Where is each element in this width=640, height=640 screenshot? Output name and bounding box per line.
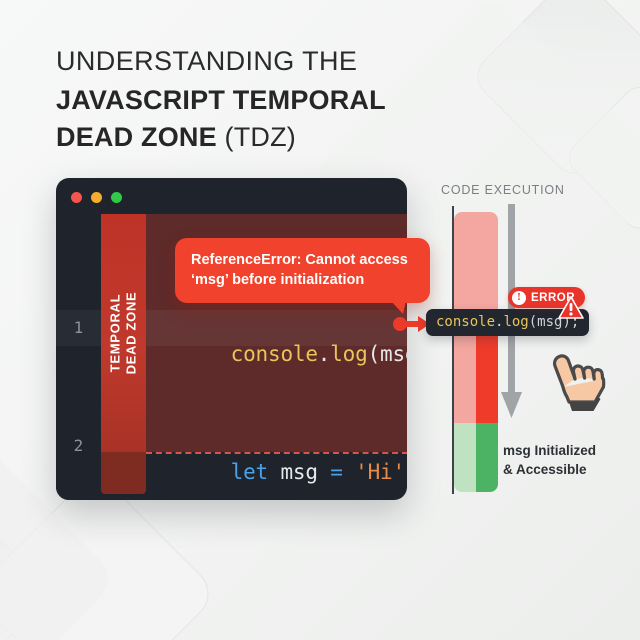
- line-number-gutter: [56, 214, 101, 500]
- tdz-vertical-label: TEMPORAL DEAD ZONE: [101, 214, 146, 452]
- msg-initialized-line-2: & Accessible: [503, 462, 587, 477]
- msg-initialized-status: msg Initialized & Accessible: [503, 441, 596, 479]
- execution-timeline-bar: [454, 212, 498, 492]
- tdz-label-line-2: DEAD ZONE: [123, 291, 139, 375]
- code-token-console: console: [230, 342, 318, 366]
- code-token-let: let: [230, 460, 269, 484]
- close-button-icon[interactable]: [71, 192, 82, 203]
- msg-initialized-line-1: msg Initialized: [503, 443, 597, 458]
- bar-segment-init-green: [476, 423, 498, 492]
- code-line-1: console.log(msg);: [156, 318, 407, 390]
- code-token-string: 'Hi': [355, 460, 405, 484]
- title-line-2: JAVASCRIPT TEMPORAL: [56, 85, 386, 115]
- chip-token-console: console: [436, 314, 496, 330]
- error-tooltip-line-1: ReferenceError: Cannot access: [191, 252, 408, 268]
- code-execution-heading: CODE EXECUTION: [441, 183, 565, 197]
- maximize-button-icon[interactable]: [111, 192, 122, 203]
- warning-triangle-icon: [558, 296, 584, 319]
- code-editor-window: 1 2 TEMPORAL DEAD ZONE console.log(msg);…: [56, 178, 407, 500]
- editor-titlebar: [56, 178, 407, 214]
- code-token-log: log: [330, 342, 368, 366]
- title-line-3-suffix: (TDZ): [216, 122, 296, 152]
- title-line-3: DEAD ZONE (TDZ): [56, 120, 386, 154]
- code-token-space: [343, 460, 355, 484]
- tdz-label-line-1: TEMPORAL: [107, 293, 123, 373]
- line-number-2: 2: [73, 436, 84, 455]
- code-token-args: (msg);: [367, 342, 407, 366]
- exclamation-circle-icon: !: [512, 290, 526, 305]
- bar-segment-tdz-pink: [454, 212, 498, 309]
- tooltip-tail: [391, 301, 406, 314]
- title-line-1: UNDERSTANDING THE: [56, 46, 358, 76]
- minimize-button-icon[interactable]: [91, 192, 102, 203]
- chip-token-log: log: [503, 314, 529, 330]
- title-line-3-bold: DEAD ZONE: [56, 122, 217, 152]
- tdz-band-foot: [101, 452, 146, 494]
- error-tooltip-line-2: ‘msg’ before initialization: [191, 272, 365, 288]
- code-line-2: let msg = 'Hi';: [156, 436, 407, 500]
- code-token-msg: msg: [268, 460, 331, 484]
- code-token-equals: =: [330, 460, 343, 484]
- page-title: UNDERSTANDING THE JAVASCRIPT TEMPORAL DE…: [56, 44, 386, 154]
- hand-pointer-cursor-icon: [552, 354, 606, 411]
- line-number-1: 1: [73, 318, 84, 337]
- reference-error-tooltip: ReferenceError: Cannot access ‘msg’ befo…: [175, 238, 430, 314]
- code-token-dot: .: [317, 342, 331, 366]
- code-token-semicolon: ;: [405, 460, 407, 484]
- bar-segment-init-green-light: [454, 423, 476, 492]
